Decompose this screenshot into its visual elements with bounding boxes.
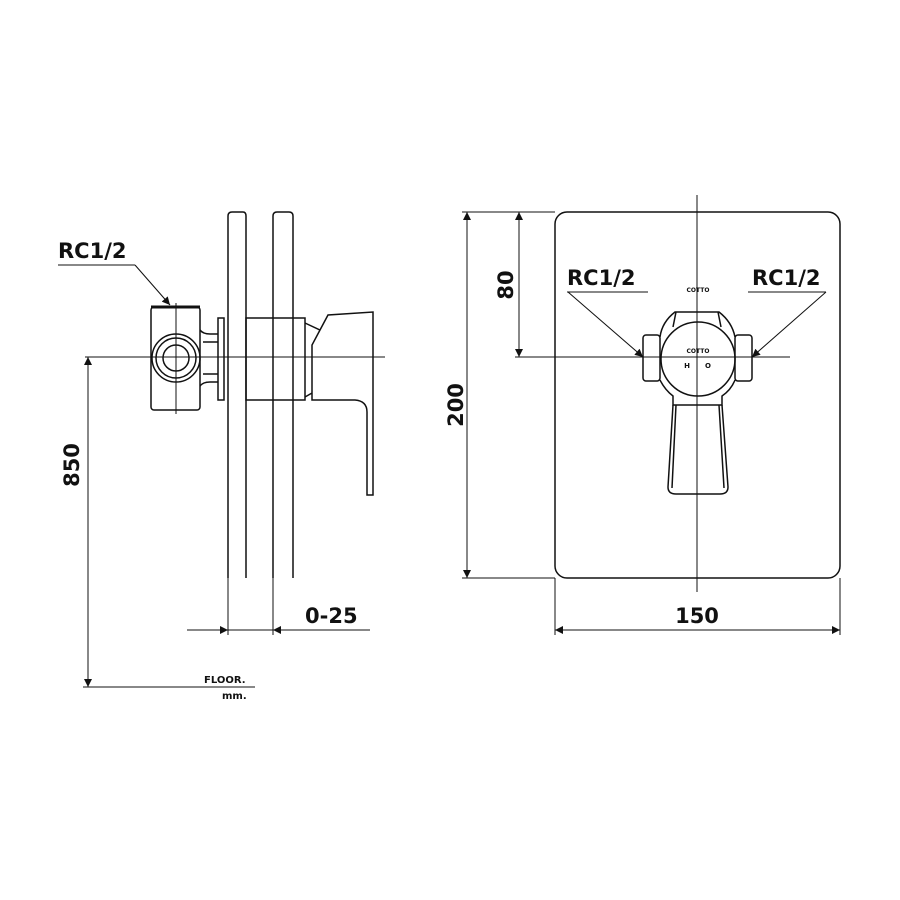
- front-inlet-left-label: RC1/2: [567, 266, 635, 290]
- flange: [217, 317, 225, 401]
- front-inlet-right-label: RC1/2: [752, 266, 820, 290]
- front-inlet-right-leader: [751, 291, 827, 358]
- brand-handle-text: COTTO: [687, 348, 710, 355]
- valve-neck: [199, 329, 218, 387]
- handle-hub: [660, 321, 736, 397]
- side-inlet-leader: [134, 264, 171, 306]
- dim-0-25-label: 0-25: [305, 604, 358, 628]
- cold-mark: O: [705, 362, 711, 370]
- handle-lever: [667, 404, 729, 495]
- handle-cap: [659, 311, 736, 406]
- front-inlet-left-leader: [567, 291, 644, 358]
- dim-200-label: 200: [444, 383, 468, 427]
- unit-label: mm.: [222, 691, 247, 702]
- sleeve-cylinder: [245, 317, 306, 401]
- dim-150-label: 150: [675, 604, 719, 628]
- front-view: COTTO COTTO H O RC1/2 RC1/2 200 80 150: [444, 195, 841, 635]
- floor-label: FLOOR.: [204, 675, 246, 686]
- dim-850-label: 850: [60, 443, 84, 487]
- brand-plate-text: COTTO: [687, 287, 710, 294]
- side-view: RC1/2 850 FLOOR. mm. 0-25: [58, 211, 385, 702]
- inlet-right-boss: [734, 334, 753, 382]
- side-inlet-label: RC1/2: [58, 239, 126, 263]
- hot-mark: H: [684, 362, 690, 370]
- wall-plate-inner: [227, 211, 247, 578]
- inlet-left-boss: [642, 334, 661, 382]
- dim-80-label: 80: [494, 270, 518, 299]
- handle-side: [304, 311, 374, 496]
- wall-plate-outer: [272, 211, 294, 578]
